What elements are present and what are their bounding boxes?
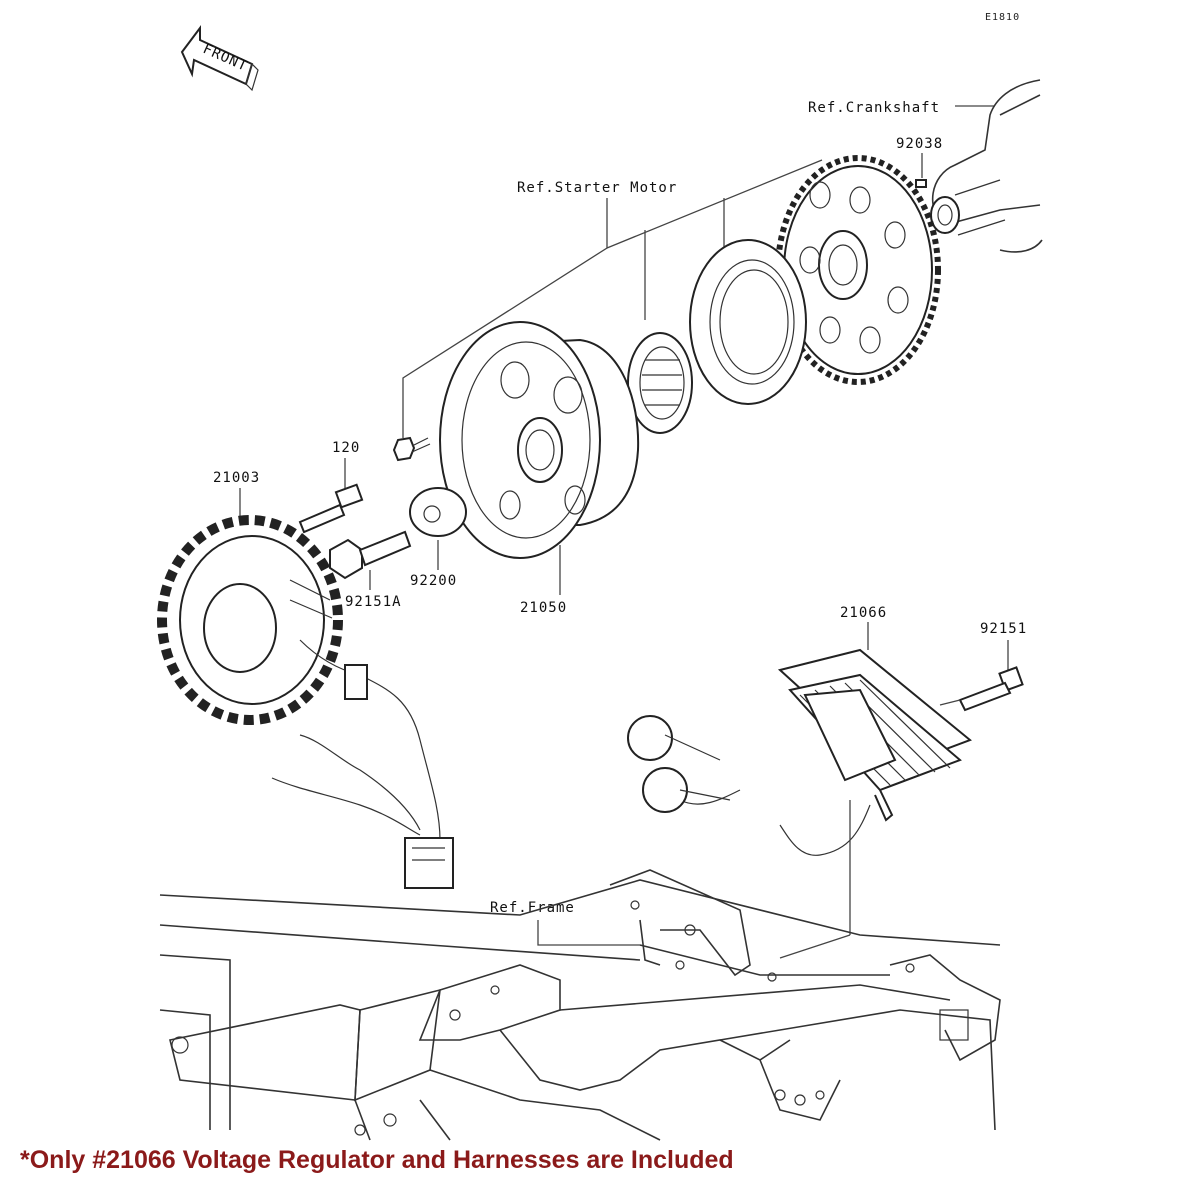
voltage-regulator-21066 <box>777 648 972 822</box>
label-92151: 92151 <box>980 621 1027 637</box>
frame-structure <box>159 869 1001 1141</box>
label-92200: 92200 <box>410 573 457 589</box>
label-92151A: 92151A <box>345 594 402 610</box>
diagram-code: E1810 <box>985 12 1020 23</box>
starter-clutch-plate <box>689 239 807 405</box>
flywheel-rotor <box>439 321 640 559</box>
washer-92200 <box>409 487 467 537</box>
label-92038: 92038 <box>896 136 943 152</box>
label-21050: 21050 <box>520 600 567 616</box>
label-21003: 21003 <box>213 470 260 486</box>
bolt-120 <box>298 483 364 534</box>
front-arrow-icon: FRONT <box>180 25 259 92</box>
label-21066: 21066 <box>840 605 887 621</box>
one-way-clutch-bearing <box>627 332 693 434</box>
label-ref-starter-motor: Ref.Starter Motor <box>517 180 677 196</box>
footer-note: *Only #21066 Voltage Regulator and Harne… <box>20 1146 734 1174</box>
crankshaft-part <box>930 79 1043 253</box>
starter-gear <box>775 155 941 385</box>
label-ref-crankshaft: Ref.Crankshaft <box>808 100 940 116</box>
label-120: 120 <box>332 440 360 456</box>
label-ref-frame: Ref.Frame <box>490 900 575 916</box>
bolt-92151 <box>958 666 1024 712</box>
key-92038 <box>915 179 927 188</box>
stator-21003 <box>157 515 454 889</box>
bolt-92151A <box>329 530 412 580</box>
regulator-harness <box>627 715 871 856</box>
flywheel-bolt <box>392 436 431 462</box>
